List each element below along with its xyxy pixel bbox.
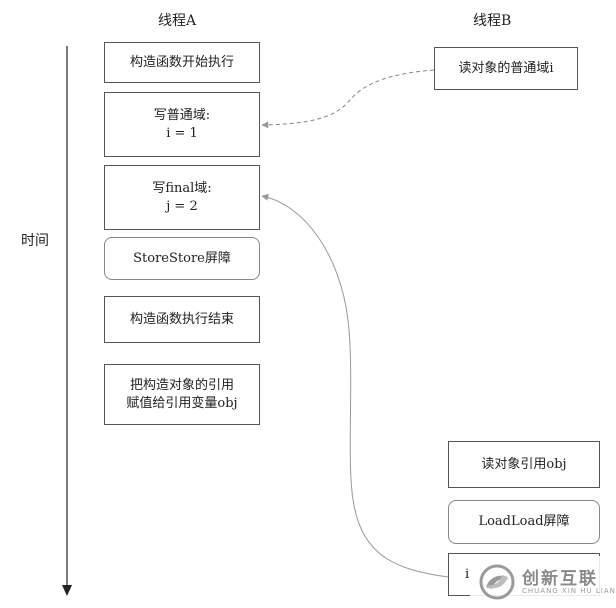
watermark-subtext: CHUANG XIN HU LIAN xyxy=(522,587,616,595)
thread-a-step-assign-reference: 把构造对象的引用 赋值给引用变量obj xyxy=(104,364,260,425)
thread-b-header: 线程B xyxy=(473,13,512,29)
thread-a-step-write-normal-field: 写普通域: i = 1 xyxy=(104,92,260,157)
thread-b-step-read-normal-field: 读对象的普通域i xyxy=(434,47,578,90)
swirl-logo-icon xyxy=(479,564,515,600)
step-text-line: 写普通域: xyxy=(153,107,211,123)
time-axis-arrowhead xyxy=(62,585,72,596)
step-text-line: 读对象的普通域i xyxy=(458,60,554,76)
thread-b-step-read-reference: 读对象引用obj xyxy=(448,441,600,488)
thread-a-step-write-final-field: 写final域: j = 2 xyxy=(104,165,260,230)
step-text-line: i = 1 xyxy=(166,125,198,141)
time-axis-label: 时间 xyxy=(21,233,49,249)
step-text-line: StoreStore屏障 xyxy=(133,250,231,266)
thread-b-loadload-barrier: LoadLoad屏障 xyxy=(448,500,600,544)
thread-a-header: 线程A xyxy=(158,13,197,29)
read-final-field-arrow xyxy=(261,193,449,578)
step-text-line: 把构造对象的引用 xyxy=(129,377,234,393)
step-text-line: 构造函数执行结束 xyxy=(129,311,234,327)
step-text-line: i xyxy=(465,566,470,582)
step-text-line: LoadLoad屏障 xyxy=(478,514,570,529)
step-text-line: 读对象引用obj xyxy=(481,456,567,472)
step-text-line: j = 2 xyxy=(166,198,198,214)
step-text-line: 赋值给引用变量obj xyxy=(126,395,238,411)
watermark-text: 创新互联 xyxy=(522,569,598,589)
thread-a-storestore-barrier: StoreStore屏障 xyxy=(104,237,260,280)
step-text-line: 构造函数开始执行 xyxy=(129,54,234,70)
read-normal-field-arrow xyxy=(261,69,435,129)
thread-a-step-constructor-start: 构造函数开始执行 xyxy=(104,42,260,83)
watermark: 创新互联 CHUANG XIN HU LIAN xyxy=(470,556,616,608)
thread-a-step-constructor-end: 构造函数执行结束 xyxy=(104,296,260,343)
step-text-line: 写final域: xyxy=(152,180,212,196)
